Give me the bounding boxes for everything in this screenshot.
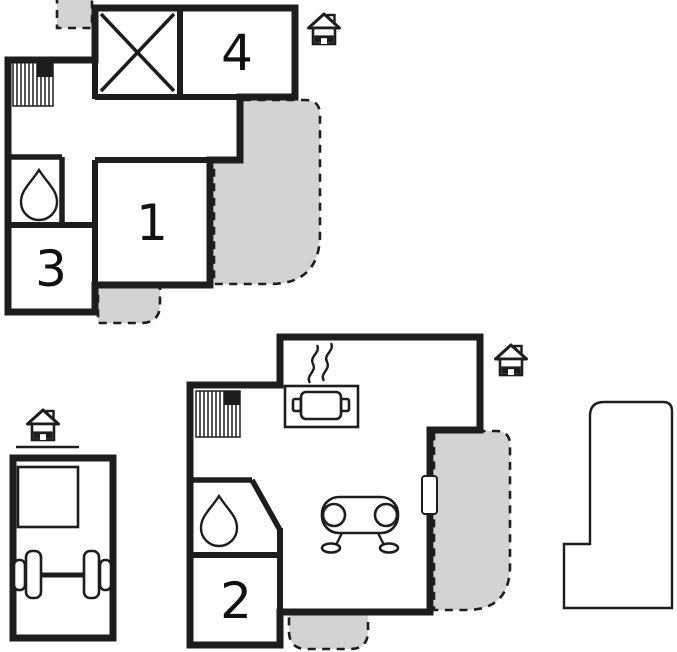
sofa-arm (373, 502, 399, 528)
sofa-arm (321, 502, 347, 528)
sofa-foot (320, 542, 342, 554)
stairs-outline (195, 390, 241, 438)
dumbbell-icon (12, 549, 113, 600)
door-opening (421, 475, 438, 515)
stair-treads (16, 62, 50, 106)
stairs-landing (37, 62, 53, 77)
x-mark-icon (99, 12, 176, 93)
house-icon (307, 12, 341, 46)
lower-floor-plan: 2 (186, 333, 528, 651)
sofa-icon (320, 495, 400, 554)
room-label-2: 2 (220, 572, 252, 630)
dumbbell-weight (24, 549, 43, 600)
cooking-pot (299, 390, 343, 421)
lower-terrace-area (432, 429, 512, 612)
swimming-pool-shape (562, 400, 674, 610)
stairs-icon (195, 390, 241, 438)
house-icon (494, 343, 528, 377)
wall-segment (249, 478, 283, 532)
room-label-1: 1 (136, 194, 168, 252)
upper-canopy-area (55, 0, 94, 30)
room-label-4: 4 (221, 24, 253, 82)
dumbbell-weight (12, 558, 27, 592)
lower-porch-area (287, 612, 370, 651)
x-mark-stroke (99, 12, 176, 93)
sofa-foot (378, 542, 400, 554)
bed-square-icon (16, 465, 80, 529)
steam-icon (321, 342, 334, 382)
kitchen-stove-icon (283, 342, 360, 429)
dumbbell-weight (82, 549, 101, 600)
water-drop-icon (19, 167, 59, 222)
stairs-landing (224, 391, 240, 405)
upper-floor-plan: 4 1 3 (4, 0, 341, 325)
house-icon (26, 408, 60, 442)
stairs-icon (12, 61, 54, 107)
annex-plan (9, 408, 117, 642)
upper-porch-area (96, 284, 162, 325)
room-label-3: 3 (35, 240, 67, 298)
stair-treads (199, 391, 237, 437)
steam-icon (307, 344, 320, 384)
dumbbell-weight (98, 558, 113, 592)
water-drop-icon (199, 493, 239, 548)
